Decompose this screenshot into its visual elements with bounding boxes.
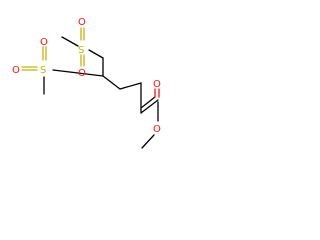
bond-c5-c6 <box>102 75 121 90</box>
atom-o-lower-left: O <box>12 65 20 76</box>
bond-c8-c9 <box>140 99 159 114</box>
atom-s-upper: S <box>78 45 84 56</box>
atom-o-lower-top: O <box>40 37 48 48</box>
atom-o-ether: O <box>153 124 161 135</box>
atom-s-lower: S <box>40 65 46 76</box>
bond-c6-c7 <box>119 82 142 90</box>
atom-o-upper-bottom: O <box>78 68 86 79</box>
atom-o-upper-top: O <box>78 17 86 28</box>
bond-o-ether-methyl <box>141 134 155 149</box>
bond-c5-s-lower <box>52 69 104 77</box>
molecule-drawing: O S O O S O O O <box>12 17 161 149</box>
atom-o-carbonyl: O <box>153 79 161 90</box>
bond-c8-c9-double <box>140 96 156 109</box>
structure-diagram: O S O O S O O O <box>0 0 179 168</box>
bond-methyl-s-upper <box>61 36 79 47</box>
bond-s-upper-c4 <box>88 49 104 59</box>
